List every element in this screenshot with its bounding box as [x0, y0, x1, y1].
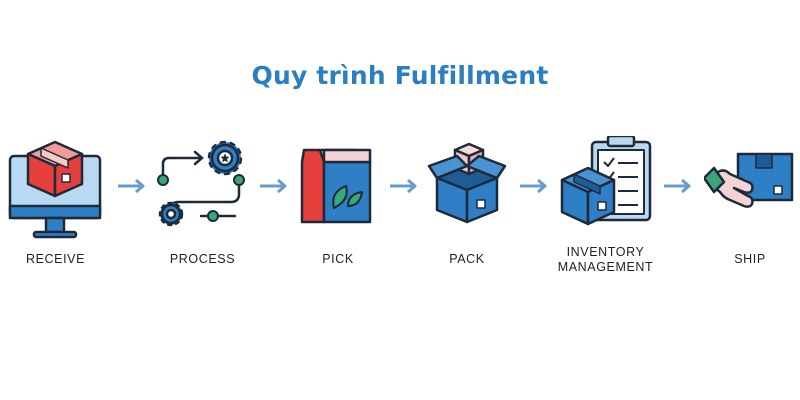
step-receive: RECEIVE: [8, 136, 103, 286]
step-inventory-management: INVENTORY MANAGEMENT: [558, 136, 653, 286]
hand-box-icon: [704, 152, 794, 208]
arrow-right-icon: [390, 178, 417, 194]
arrow-right-icon: [118, 178, 145, 194]
diagram-title: Quy trình Fulfillment: [251, 61, 549, 90]
step-ship: SHIP: [704, 136, 796, 286]
clipboard-box-icon: [560, 136, 652, 226]
open-box-icon: [427, 142, 507, 224]
step-label-inventory-management: INVENTORY MANAGEMENT: [518, 245, 693, 275]
arrow-right-icon: [260, 178, 287, 194]
step-process: PROCESS: [155, 136, 250, 286]
step-pick: PICK: [298, 136, 378, 286]
arrow-right-icon: [520, 178, 547, 194]
step-pack: PACK: [427, 136, 507, 286]
step-label-pack: PACK: [449, 252, 485, 266]
product-bags-icon: [300, 148, 372, 224]
gears-flow-icon: [157, 140, 245, 227]
step-label-pick: PICK: [322, 252, 354, 266]
arrow-right-icon: [664, 178, 691, 194]
monitor-box-icon: [8, 140, 102, 239]
step-label-receive: RECEIVE: [25, 252, 86, 266]
label-line: MANAGEMENT: [557, 260, 654, 274]
step-label-process: PROCESS: [169, 252, 236, 266]
step-label-ship: SHIP: [734, 252, 766, 266]
label-line: INVENTORY: [566, 245, 645, 259]
